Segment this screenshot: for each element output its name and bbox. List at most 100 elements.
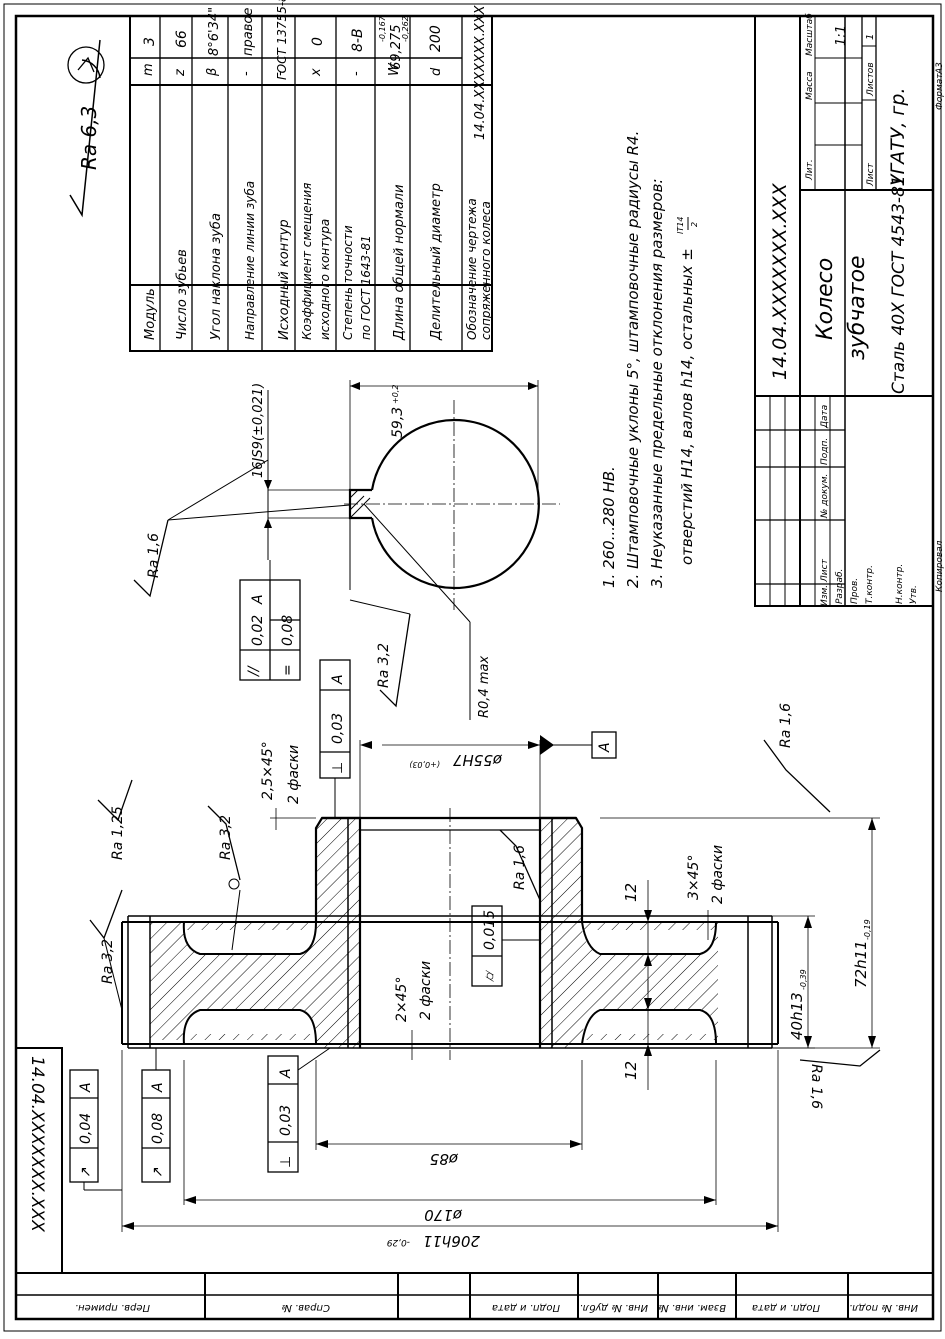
drawing-number: 14.04.XXXXXXX.XXX xyxy=(769,182,791,380)
corner-drawing-number: 14.04.XXXXXXX.XXX xyxy=(27,1056,47,1232)
rev-dokum: № докум. xyxy=(820,474,830,519)
dim-d85: ø85 xyxy=(430,1150,459,1168)
note-3-cont: отверстий H14, валов h14, остальных ± xyxy=(678,248,696,565)
dim-d170: ø170 xyxy=(424,1206,463,1224)
stamp-perv-primen: Перв. примен. xyxy=(75,1302,150,1313)
revision-grid: Изм. Лист № докум. Подп. Дата Разраб. Пр… xyxy=(755,396,919,606)
chamfer2: 2×45° xyxy=(394,977,410,1022)
role-prov: Пров. xyxy=(850,578,860,604)
param-val-7-tol-up: -0,167 xyxy=(378,15,387,42)
rev-podp: Подп. xyxy=(820,438,830,465)
role-utv: Утв. xyxy=(909,585,919,604)
dim-hub-len-tol: -0,19 xyxy=(863,919,872,940)
note-fraction-num: IT14 xyxy=(676,217,685,234)
param-sym-2: β xyxy=(205,68,220,77)
param-name-5a: Коэффициент смещения xyxy=(300,183,314,340)
dim-keyway: 16JS9(±0,021) xyxy=(251,383,266,478)
param-name-2: Угол наклона зуба xyxy=(209,213,224,340)
dim-key-depth-tol: +0,2 xyxy=(391,385,400,404)
note-fraction-den: 2 xyxy=(690,222,699,227)
dim-key-depth: 59,3 xyxy=(390,407,406,438)
param-name-8: Делительный диаметр xyxy=(429,183,444,341)
param-name-9a: Обозначение чертежа xyxy=(465,198,479,340)
dim-d-outer: 206h11 xyxy=(423,1232,480,1250)
gear-parameter-table: Модуль Число зубьев Угол наклона зуба На… xyxy=(129,0,493,352)
sheets-value: 1 xyxy=(865,34,876,40)
param-val-5: 0 xyxy=(310,37,326,46)
rev-data: Дата xyxy=(820,405,830,429)
tolerance-frame-runout-2: ↗ 0,08 A xyxy=(141,1048,171,1183)
material: Сталь 40Х ГОСТ 4543-81 xyxy=(889,175,909,394)
note-3: 3. Неуказанные предельные отклонения раз… xyxy=(648,178,666,588)
param-sym-5: x xyxy=(309,68,324,77)
tol-runout2-datum: A xyxy=(150,1082,166,1093)
ra-right-face: Ra 1,6 xyxy=(778,703,794,748)
param-name-1: Число зубьев xyxy=(175,249,190,340)
ra-keyway-bottom: Ra 3,2 xyxy=(376,643,392,688)
general-roughness: Ra 6,3 xyxy=(67,39,105,218)
organization: УГАТУ, гр. xyxy=(887,87,909,186)
tol-runout2-symbol: ↗ xyxy=(150,1166,166,1178)
param-val-4: ГОСТ 13755-81 xyxy=(275,0,289,80)
param-val-3: правое xyxy=(241,8,256,56)
param-val-8: 200 xyxy=(428,25,444,52)
param-sym-4: - xyxy=(273,71,288,76)
param-sym-6: - xyxy=(349,71,364,76)
sheet-label: Лист xyxy=(866,162,876,187)
param-sym-1: z xyxy=(173,68,188,77)
tolerance-frame-perp-top: ⊥ 0,03 A xyxy=(319,659,351,818)
param-name-5b: исходного контура xyxy=(318,219,332,340)
param-val-0: 3 xyxy=(142,37,158,46)
ra-web: Ra 3,2 xyxy=(218,815,234,860)
dim-twelve-upper: 12 xyxy=(622,883,640,902)
ra-left-face: Ra 1,25 xyxy=(110,806,126,860)
dim-bore: ø55H7 xyxy=(452,751,503,769)
param-val-6: 8-В xyxy=(350,28,366,52)
bottom-stamp-strip: Инв. № подл. Подп. и дата Взам. инв. № И… xyxy=(16,1272,933,1319)
ra-right-bottom: Ra 1,6 xyxy=(808,1064,824,1109)
role-razrab: Разраб. xyxy=(835,569,845,604)
param-name-4: Исходный контур xyxy=(277,219,292,340)
tol-cyl-value: 0,015 xyxy=(482,910,498,950)
param-sym-3: - xyxy=(239,71,254,76)
param-name-9b: сопряженного колеса xyxy=(479,201,493,340)
note-1: 1. 260...280 HB. xyxy=(600,466,618,588)
dim-hub-len: 72h11 xyxy=(852,940,870,988)
general-roughness-label: Ra 6,3 xyxy=(77,106,101,170)
param-sym-8: d xyxy=(429,67,444,76)
tol-symmetry-symbol: = xyxy=(280,664,296,676)
param-val-7: 69,275 xyxy=(389,25,404,71)
dim-r04: R0,4 max xyxy=(477,656,492,718)
tol-perp-top-value: 0,03 xyxy=(330,713,346,744)
tolerance-frame-keyway: // 0,02 A = 0,08 xyxy=(239,560,301,681)
keyway-section-view: 16JS9(±0,021) 59,3 +0,2 R0,4 max Ra 1,6 … xyxy=(133,380,560,720)
param-name-6b: по ГОСТ 1643-81 xyxy=(359,235,373,340)
gear-section-view: 206h11 -0,29 ø170 ø85 ø55H7 (+0,03) A xyxy=(69,659,881,1250)
tolerance-frame-cylindricity: ⌭ 0,015 xyxy=(471,905,540,987)
stamp-vzam-inv: Взам. инв. № xyxy=(658,1302,726,1313)
tol-perp-top-symbol: ⊥ xyxy=(330,762,346,774)
part-name-line1: Колесо xyxy=(813,258,838,340)
copied-label: Копировал xyxy=(935,540,945,592)
scale-value: 1:1 xyxy=(834,25,849,46)
tol-perp-top-datum: A xyxy=(330,674,346,685)
dim-rim-w-tol: -0,39 xyxy=(799,969,808,990)
rev-list: Лист xyxy=(820,558,830,583)
param-name-3: Направление линии зуба xyxy=(243,181,257,340)
tolerance-frame-perp-bottom: ⊥ 0,03 A xyxy=(267,1047,331,1173)
chamfer1b: 2 фаски xyxy=(286,745,302,804)
note-2: 2. Штамповочные уклоны 5°, штамповочные … xyxy=(624,131,642,588)
dim-twelve-lower: 12 xyxy=(622,1061,640,1080)
sheet-trim xyxy=(3,3,942,1332)
format-value: А3 xyxy=(935,62,945,75)
stamp-inv-podl: Инв. № подл. xyxy=(849,1302,918,1313)
ra-keyway: Ra 1,6 xyxy=(146,533,162,578)
technical-notes: 1. 260...280 HB. 2. Штамповочные уклоны … xyxy=(600,131,699,588)
tol-runout1-value: 0,04 xyxy=(78,1113,94,1144)
scale-label: Масштаб xyxy=(805,13,815,56)
tol-perp-bottom-value: 0,03 xyxy=(278,1105,294,1136)
param-val-9: 14.04.XXXXXXX.XXX xyxy=(473,4,488,140)
tol-parallel-symbol: // xyxy=(246,665,262,678)
